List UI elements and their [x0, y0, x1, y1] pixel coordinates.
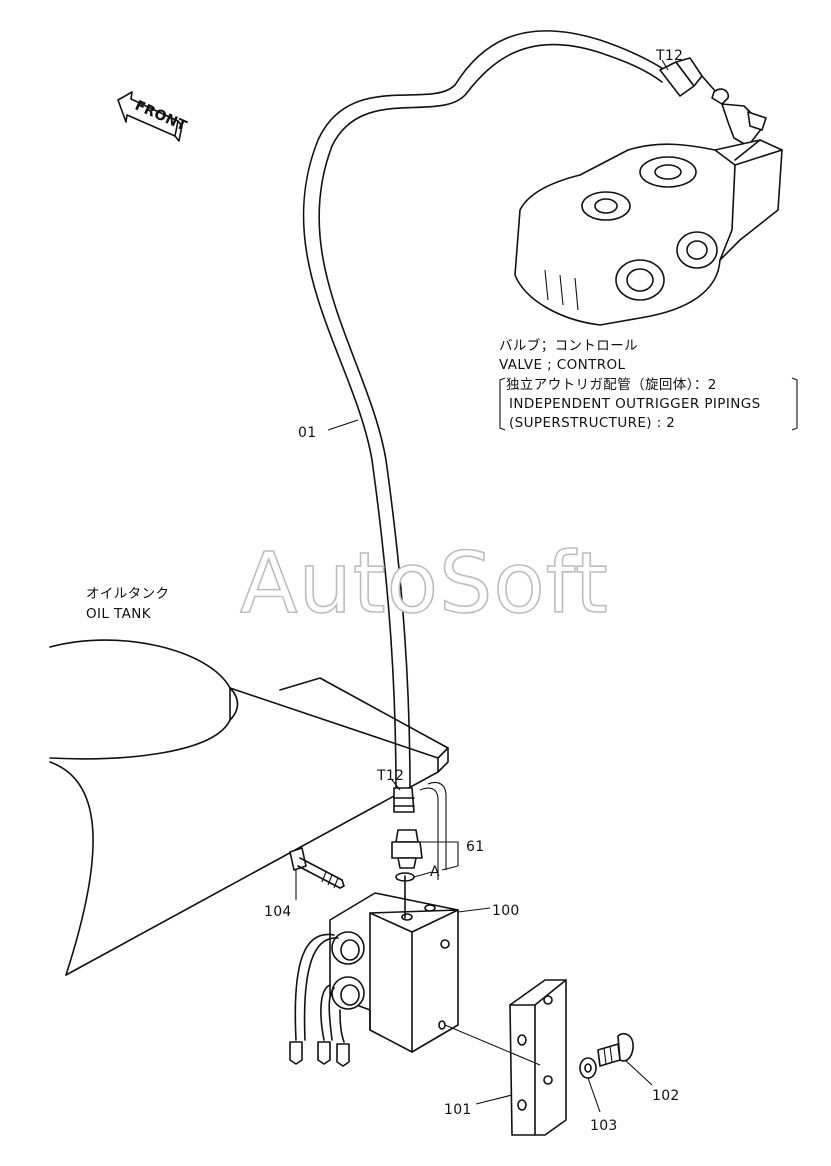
leader-lines — [295, 59, 669, 1113]
callout-hose: 01 — [298, 425, 316, 441]
callout-washer: 103 — [590, 1118, 618, 1134]
front-arrow-icon: FRONT — [117, 91, 189, 142]
callout-fitting-bottom: T12 — [376, 768, 404, 784]
oil-tank — [49, 639, 449, 976]
note-en-line1: INDEPENDENT OUTRIGGER PIPINGS — [509, 396, 761, 412]
callout-stud: 104 — [264, 904, 292, 920]
control-valve — [514, 139, 783, 326]
adapter-fitting — [391, 829, 423, 882]
note-brackets — [499, 377, 798, 431]
watermark: AutoSoft — [240, 534, 609, 632]
callout-block: 100 — [492, 903, 520, 919]
mounting-bracket — [444, 979, 567, 1136]
callout-adapter-ref: A — [430, 864, 440, 880]
callout-fitting-top: T12 — [655, 48, 683, 64]
callout-bolt: 102 — [652, 1088, 680, 1104]
washer — [579, 1057, 597, 1079]
stud-bolt — [289, 847, 345, 889]
hydraulic-hose — [302, 30, 669, 791]
oil-tank-caption-jp: オイルタンク — [86, 586, 169, 602]
note-jp: 独立アウトリガ配管（旋回体）：2 — [506, 377, 717, 393]
callout-adapter: 61 — [466, 839, 484, 855]
valve-block — [329, 875, 459, 1053]
oil-tank-caption-en: OIL TANK — [86, 606, 152, 622]
valve-caption-jp: バルブ；コントロール — [499, 337, 638, 354]
wire-leads — [289, 933, 350, 1067]
hose-fitting-bottom — [393, 787, 415, 813]
note-en-line2: (SUPERSTRUCTURE) : 2 — [509, 415, 675, 431]
valve-caption-en: VALVE ; CONTROL — [499, 357, 626, 373]
hose-fitting-top — [659, 57, 767, 147]
hex-bolt — [597, 1032, 634, 1067]
callout-bracket: 101 — [444, 1102, 472, 1118]
